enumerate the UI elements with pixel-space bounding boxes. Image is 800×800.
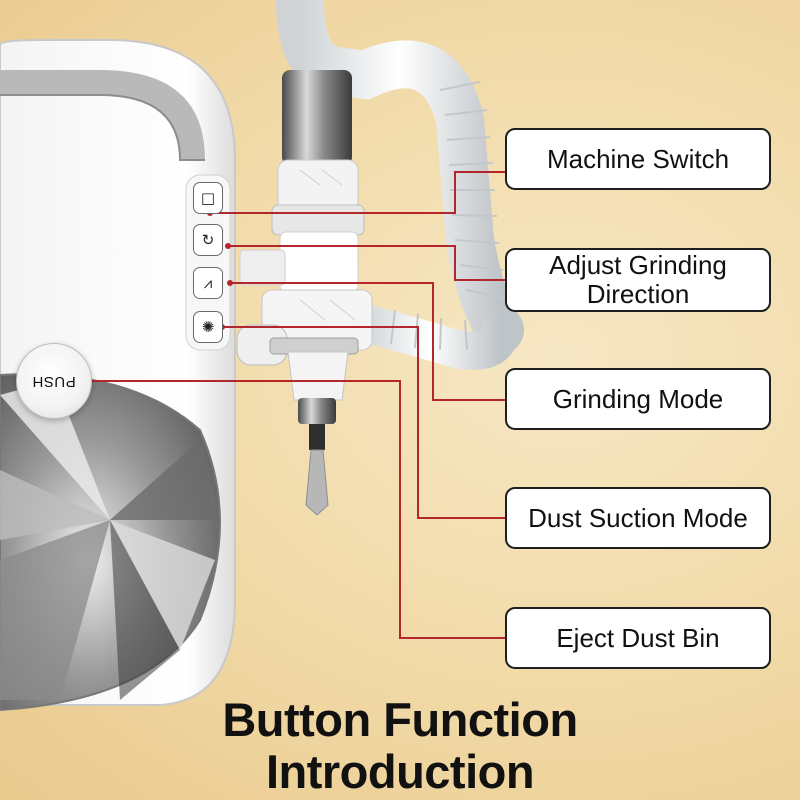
callout-label: Grinding Mode xyxy=(552,383,724,414)
title-line-2: Introduction xyxy=(265,745,535,798)
leader-line-eject-dust-bin xyxy=(88,380,505,639)
callout-machine-switch: Machine Switch xyxy=(505,128,771,190)
power-button-icon[interactable]: □ xyxy=(193,182,223,214)
callout-label: Dust Suction Mode xyxy=(528,502,748,533)
leader-line-grinding-mode xyxy=(230,282,505,401)
leader-line-machine-switch xyxy=(210,171,505,214)
leader-line-adjust-direction xyxy=(228,245,505,281)
push-button-label: PUSH xyxy=(32,372,76,390)
push-button[interactable]: PUSH xyxy=(16,343,92,419)
callout-eject-dust-bin: Eject Dust Bin xyxy=(505,607,771,669)
callout-label: Adjust Grinding Direction xyxy=(549,250,727,309)
callout-label: Machine Switch xyxy=(546,143,730,174)
callout-label: Eject Dust Bin xyxy=(556,622,720,653)
page-title: Button Function Introduction xyxy=(0,694,800,798)
grinding-mode-icon[interactable]: ⩘ xyxy=(193,267,223,299)
leader-lines xyxy=(88,171,505,639)
callout-adjust-grinding-direction: Adjust Grinding Direction xyxy=(505,248,771,312)
dust-bin-disc xyxy=(0,373,221,712)
title-line-1: Button Function xyxy=(222,693,578,746)
callout-dust-suction-mode: Dust Suction Mode xyxy=(505,487,771,549)
dust-suction-icon[interactable]: ✺ xyxy=(193,311,223,343)
rotate-direction-icon[interactable]: ↻ xyxy=(193,224,223,256)
leader-line-dust-suction xyxy=(222,326,505,519)
callout-grinding-mode: Grinding Mode xyxy=(505,368,771,430)
handpiece xyxy=(236,70,373,516)
